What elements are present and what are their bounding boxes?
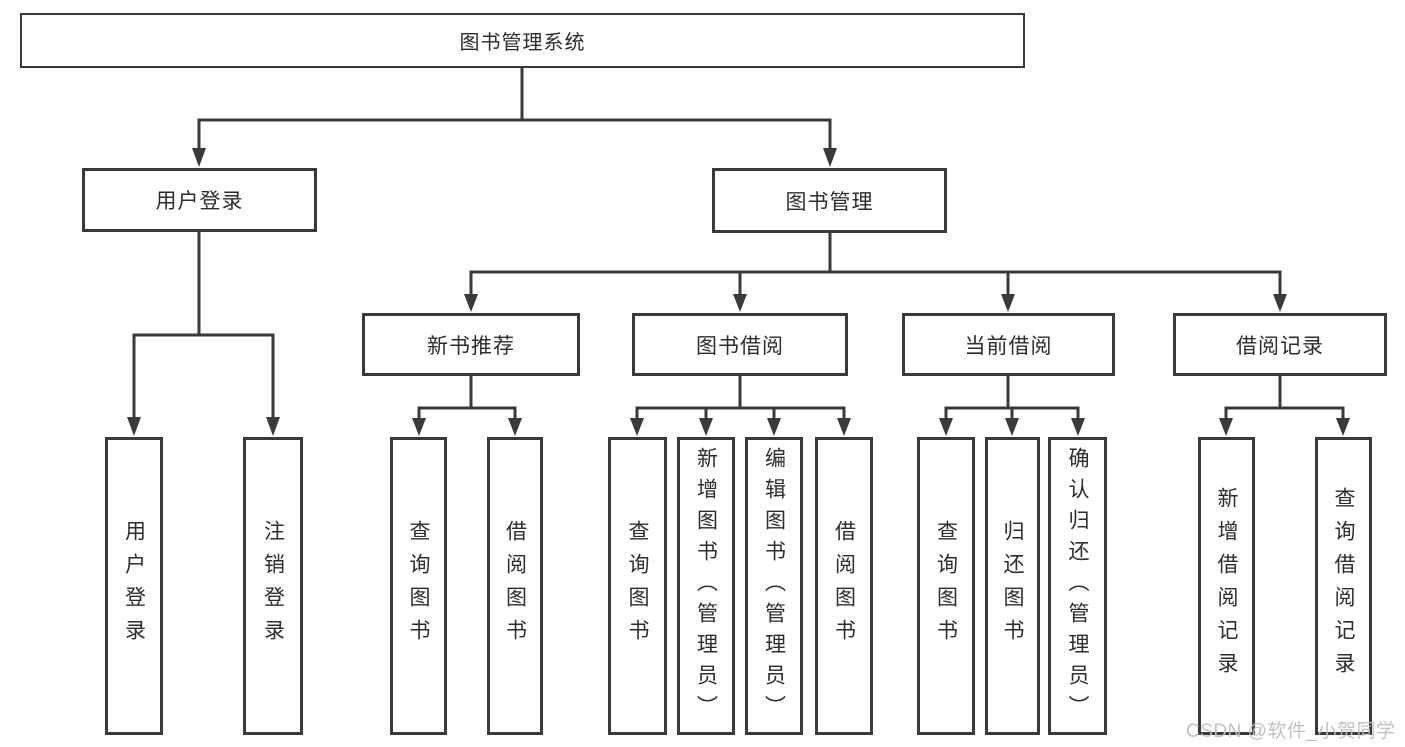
connector-user-login — [127, 232, 280, 436]
connector-borrow-records — [1219, 376, 1350, 436]
leaf-add-book-admin: 新增图书（管理员） — [677, 437, 735, 735]
leaf-borrow-book-recommend: 借阅图书 — [487, 437, 543, 735]
node-root-system: 图书管理系统 — [20, 13, 1025, 68]
node-book-management: 图书管理 — [712, 168, 947, 233]
node-new-book-recommend: 新书推荐 — [362, 313, 580, 376]
leaf-query-book-current: 查询图书 — [917, 437, 975, 735]
csdn-watermark: CSDN @软件_小贺同学 — [1186, 721, 1396, 742]
leaf-query-book-recommend: 查询图书 — [390, 437, 447, 735]
connector-new-book-recommend — [412, 376, 522, 436]
leaf-borrow-book: 借阅图书 — [815, 437, 873, 735]
node-borrow-records: 借阅记录 — [1173, 313, 1387, 376]
leaf-edit-book-admin: 编辑图书（管理员） — [745, 437, 803, 735]
node-current-borrow: 当前借阅 — [902, 313, 1115, 376]
connector-root — [192, 68, 837, 167]
node-user-login: 用户登录 — [82, 168, 317, 232]
leaf-confirm-return-admin: 确认归还（管理员） — [1048, 437, 1107, 735]
leaf-add-borrow-record: 新增借阅记录 — [1198, 437, 1255, 735]
leaf-return-book: 归还图书 — [985, 437, 1040, 735]
leaf-user-login: 用户登录 — [105, 437, 163, 735]
leaf-query-borrow-record: 查询借阅记录 — [1315, 437, 1372, 735]
leaf-logout: 注销登录 — [243, 437, 303, 735]
connector-book-borrow — [630, 376, 851, 436]
node-book-borrow: 图书借阅 — [632, 313, 848, 376]
leaf-query-book-borrow: 查询图书 — [608, 437, 667, 735]
connector-current-borrow — [939, 376, 1085, 436]
connector-book-management — [464, 233, 1287, 312]
